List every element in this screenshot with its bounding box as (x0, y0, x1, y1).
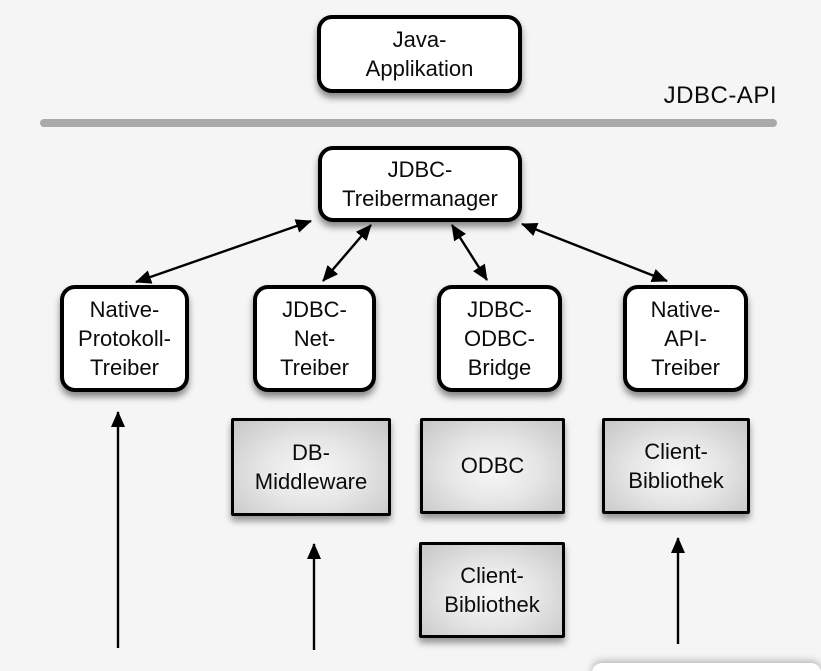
arrow-manager-to-native-protokoll (135, 219, 312, 284)
arrow-manager-to-jdbc-odbc (450, 224, 489, 281)
node-native-protokoll-treiber-label: Native- Protokoll- Treiber (78, 296, 171, 381)
node-client-bibliothek-right-label: Client- Bibliothek (628, 438, 724, 493)
node-odbc-label: ODBC (460, 453, 525, 479)
node-db-middleware: DB- Middleware (231, 418, 391, 516)
arrow-manager-to-jdbc-net (322, 224, 372, 282)
node-jdbc-odbc-bridge: JDBC- ODBC- Bridge (437, 285, 562, 392)
node-jdbc-odbc-bridge-label: JDBC- ODBC- Bridge (464, 296, 535, 381)
node-java-applikation-label: Java- Applikation (365, 26, 474, 81)
node-jdbc-treibermanager-label: JDBC- Treibermanager (342, 156, 498, 211)
node-java-applikation: Java- Applikation (317, 15, 522, 93)
node-jdbc-treibermanager: JDBC- Treibermanager (318, 146, 522, 222)
node-db-middleware-label: DB- Middleware (254, 439, 368, 494)
cutoff-box-bottom-right (592, 663, 821, 671)
arrow-manager-to-native-api (521, 222, 668, 283)
node-client-bibliothek-bottom-label: Client- Bibliothek (444, 562, 540, 617)
jdbc-api-divider-line (40, 119, 777, 127)
node-jdbc-net-treiber: JDBC- Net- Treiber (253, 285, 376, 392)
jdbc-api-label: JDBC-API (663, 82, 777, 109)
node-client-bibliothek-right: Client- Bibliothek (602, 418, 750, 514)
node-client-bibliothek-bottom: Client- Bibliothek (419, 542, 565, 638)
node-native-protokoll-treiber: Native- Protokoll- Treiber (60, 285, 189, 392)
node-native-api-treiber: Native- API- Treiber (623, 285, 748, 392)
node-jdbc-net-treiber-label: JDBC- Net- Treiber (280, 296, 349, 381)
node-odbc: ODBC (420, 418, 565, 514)
node-native-api-treiber-label: Native- API- Treiber (650, 296, 721, 381)
